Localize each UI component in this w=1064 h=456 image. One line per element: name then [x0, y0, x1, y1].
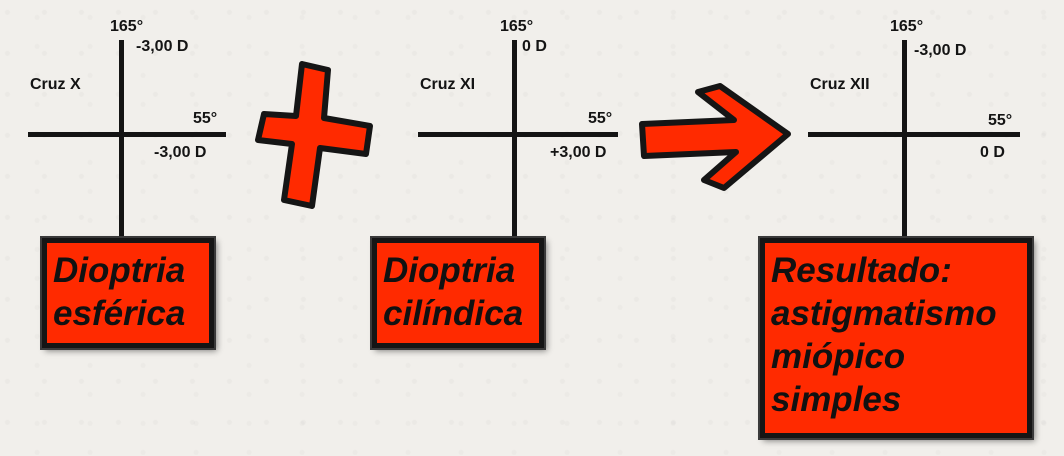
cross-xii-right-power: 0 D — [980, 144, 1005, 161]
box-line: miópico — [771, 337, 906, 376]
cross-xii-top-angle: 165° — [890, 18, 924, 35]
cross-x-top-power: -3,00 D — [136, 38, 189, 55]
cross-xii-name: Cruz XII — [810, 76, 870, 93]
cross-xii-vertical-line — [902, 40, 907, 240]
cross-xi-name: Cruz XI — [420, 76, 476, 93]
box-line: cilíndica — [383, 294, 524, 333]
box-line: Resultado: — [771, 251, 952, 290]
cross-x-top-angle: 165° — [110, 18, 144, 35]
box-line: simples — [771, 380, 902, 419]
cross-xi-top-power: 0 D — [522, 38, 547, 55]
spherical-dioptre-box: Dioptria esférica — [42, 238, 214, 348]
arrow-right-icon — [639, 83, 791, 191]
box-line: astigmatismo — [771, 294, 997, 333]
cross-xi-right-angle: 55° — [588, 110, 613, 127]
box-line: Dioptria — [383, 251, 516, 290]
cross-xii-horizontal-line — [808, 132, 1020, 137]
cross-x-name: Cruz X — [30, 76, 81, 93]
cross-xii-top-power: -3,00 D — [914, 42, 967, 59]
cross-xi-top-angle: 165° — [500, 18, 534, 35]
box-line: Dioptria — [53, 251, 186, 290]
cross-xi-right-power: +3,00 D — [550, 144, 607, 161]
cross-xi-horizontal-line — [418, 132, 618, 137]
box-line: esférica — [53, 294, 186, 333]
result-box: Resultado: astigmatismo miópico simples — [760, 238, 1032, 438]
cross-x-right-angle: 55° — [193, 110, 218, 127]
cross-x-right-power: -3,00 D — [154, 144, 207, 161]
cylindrical-dioptre-box: Dioptria cilíndica — [372, 238, 544, 348]
plus-icon — [255, 61, 373, 209]
cross-x-horizontal-line — [28, 132, 226, 137]
cross-xi-vertical-line — [512, 40, 517, 240]
cross-x-vertical-line — [119, 40, 124, 240]
cross-xii-right-angle: 55° — [988, 112, 1013, 129]
